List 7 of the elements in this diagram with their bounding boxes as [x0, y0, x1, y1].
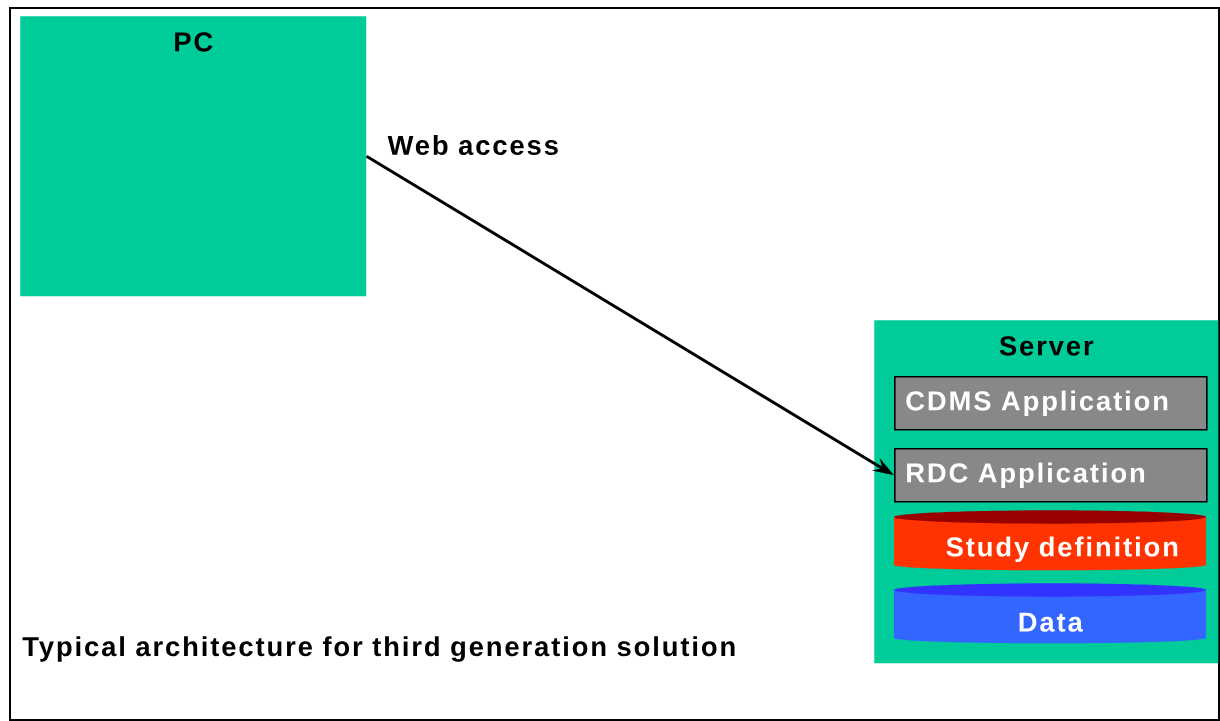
application-box: RDC Application [894, 448, 1208, 503]
pc-box: PC [20, 16, 367, 297]
caption: Typical architecture for third generation solution [22, 636, 735, 662]
edge-label: Web access [386, 133, 561, 157]
application-box: CDMS Application [894, 376, 1208, 431]
database-cylinder: Study definition [894, 510, 1206, 571]
database-cylinder: Data [894, 583, 1206, 644]
